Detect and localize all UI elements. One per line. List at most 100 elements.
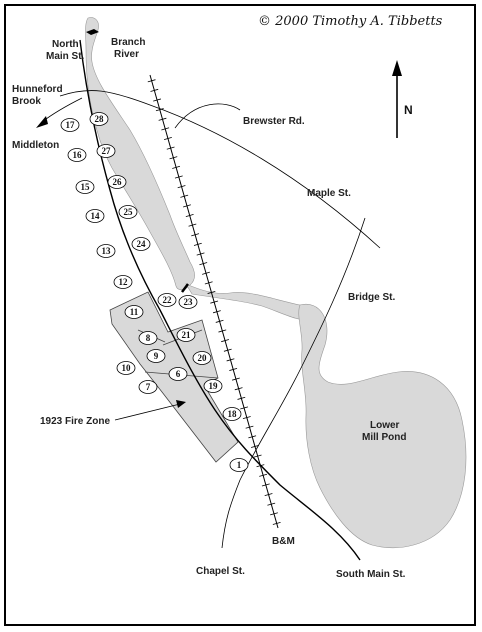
lot-oval bbox=[138, 380, 158, 394]
lot-number: 28 bbox=[95, 114, 105, 124]
lot-oval bbox=[113, 275, 133, 289]
label-chapel-st: Chapel St. bbox=[196, 566, 245, 577]
lot-oval bbox=[89, 112, 109, 126]
dam-mark-north bbox=[86, 29, 99, 35]
lot-marker: 6 bbox=[168, 367, 188, 381]
railroad-tie bbox=[256, 464, 265, 468]
label-north-main-2: Main St. bbox=[46, 51, 85, 62]
north-label: N bbox=[404, 103, 413, 117]
lot-number: 7 bbox=[146, 382, 151, 392]
railroad-tie bbox=[177, 185, 186, 189]
brewster-rd bbox=[174, 103, 241, 129]
lower-mill-pond bbox=[298, 303, 467, 548]
railroad-tie bbox=[242, 416, 251, 420]
railroad-tie bbox=[158, 117, 167, 121]
lot-oval bbox=[96, 144, 116, 158]
north-arrow-icon bbox=[392, 60, 402, 76]
lot-marker: 26 bbox=[107, 175, 127, 189]
lot-oval bbox=[60, 118, 80, 132]
railroad-tie bbox=[185, 214, 194, 217]
lot-oval bbox=[146, 349, 166, 363]
lot-number: 26 bbox=[113, 177, 123, 187]
lot-oval bbox=[192, 351, 212, 365]
lot-marker: 7 bbox=[138, 380, 158, 394]
lot-marker: 9 bbox=[146, 349, 166, 363]
middleton-road bbox=[41, 97, 83, 123]
lot-oval bbox=[176, 328, 196, 342]
railroad-tie bbox=[183, 204, 191, 208]
lot-marker: 19 bbox=[203, 379, 223, 393]
label-hunneford-2: Brook bbox=[12, 96, 41, 107]
lot-oval bbox=[157, 293, 177, 307]
lot-oval bbox=[96, 244, 116, 258]
railroad-tie bbox=[210, 300, 219, 304]
railroad-tie bbox=[212, 310, 221, 314]
railroad-tie bbox=[172, 165, 181, 169]
lot-marker: 20 bbox=[192, 351, 212, 365]
railroad-tie bbox=[237, 396, 246, 400]
lot-marker: 17 bbox=[60, 118, 80, 132]
railroad-tie bbox=[215, 319, 224, 323]
railroad-tie bbox=[193, 242, 202, 246]
lot-oval bbox=[118, 205, 138, 219]
lot-number: 13 bbox=[102, 246, 112, 256]
fire-zone-pointer bbox=[114, 403, 181, 421]
lot-number: 1 bbox=[237, 460, 242, 470]
lot-marker: 23 bbox=[178, 295, 198, 309]
railroad-tie bbox=[226, 358, 235, 362]
lot-oval bbox=[131, 237, 151, 251]
lot-marker: 16 bbox=[67, 148, 87, 162]
lot-oval bbox=[138, 331, 158, 345]
label-branch-river-2: River bbox=[114, 49, 139, 60]
lot-oval bbox=[203, 379, 223, 393]
railroad-tie bbox=[188, 223, 197, 227]
lot-marker: 1 bbox=[229, 458, 249, 472]
lot-marker: 27 bbox=[96, 144, 116, 158]
lot-marker: 21 bbox=[176, 328, 196, 342]
label-south-main: South Main St. bbox=[336, 569, 406, 580]
lot-number: 27 bbox=[102, 146, 112, 156]
maple-st bbox=[59, 90, 381, 249]
railroad-tie bbox=[248, 435, 257, 439]
lot-number: 20 bbox=[198, 353, 208, 363]
railroad-tie bbox=[231, 377, 240, 381]
lot-number: 14 bbox=[91, 211, 101, 221]
railroad-tie bbox=[196, 252, 205, 256]
dam-mark-south bbox=[181, 283, 189, 293]
label-brewster-rd: Brewster Rd. bbox=[243, 116, 305, 127]
fire-zone-arrow-icon bbox=[176, 400, 186, 408]
lot-oval bbox=[107, 175, 127, 189]
lot-marker: 12 bbox=[113, 275, 133, 289]
label-branch-river-1: Branch bbox=[111, 37, 145, 48]
lot-number: 12 bbox=[119, 277, 129, 287]
lot-oval bbox=[229, 458, 249, 472]
railroad-tie bbox=[245, 425, 254, 429]
lot-number: 16 bbox=[73, 150, 83, 160]
main-street-road bbox=[79, 39, 361, 561]
label-middleton: Middleton bbox=[12, 140, 59, 151]
label-maple-st: Maple St. bbox=[307, 188, 351, 199]
lot-number: 11 bbox=[130, 307, 139, 317]
lot-oval bbox=[222, 407, 242, 421]
railroad-tie bbox=[207, 291, 216, 294]
railroad-tie bbox=[155, 108, 164, 112]
railroad-tie bbox=[169, 156, 178, 160]
lot-marker: 18 bbox=[222, 407, 242, 421]
lot-marker: 8 bbox=[138, 331, 158, 345]
lot-number: 19 bbox=[209, 381, 219, 391]
lot-number: 17 bbox=[66, 120, 76, 130]
lot-marker: 25 bbox=[118, 205, 138, 219]
copyright: © 2000 Timothy A. Tibbetts bbox=[258, 14, 443, 29]
lot-oval bbox=[75, 180, 95, 194]
railroad-tie bbox=[191, 233, 200, 237]
lot-oval bbox=[124, 305, 144, 319]
lot-marker: 28 bbox=[89, 112, 109, 126]
railroad-tie bbox=[234, 387, 243, 391]
railroad-tie bbox=[163, 137, 172, 140]
railroad-ties bbox=[147, 79, 281, 525]
lot-number: 9 bbox=[154, 351, 159, 361]
railroad bbox=[149, 74, 279, 529]
lot-oval bbox=[85, 209, 105, 223]
lot-number: 21 bbox=[182, 330, 192, 340]
lot-oval bbox=[178, 295, 198, 309]
